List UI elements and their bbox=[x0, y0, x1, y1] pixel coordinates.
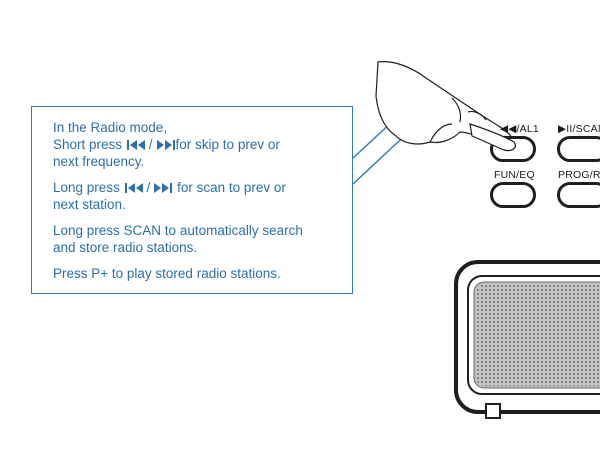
prog-re-label: PROG/RE bbox=[558, 169, 600, 181]
instruction-text: In the Radio mode, Short press / for skip… bbox=[53, 119, 353, 291]
skip-text: for skip to prev or bbox=[175, 137, 280, 152]
next-station-line: next station. bbox=[53, 197, 126, 212]
slash-separator: / bbox=[148, 137, 153, 152]
instruction-callout: In the Radio mode, Short press / for skip… bbox=[31, 106, 353, 294]
play-scan-button[interactable] bbox=[557, 136, 600, 162]
short-press-text: Short press bbox=[53, 137, 126, 152]
paragraph-preset: Press P+ to play stored radio stations. bbox=[53, 265, 353, 282]
skip-back-icon bbox=[126, 140, 145, 150]
scan-line-1: Long press SCAN to automatically search bbox=[53, 223, 303, 238]
skip-forward-icon bbox=[156, 140, 175, 150]
speaker-foot bbox=[485, 403, 501, 419]
slash-separator: / bbox=[146, 180, 151, 195]
fun-eq-button[interactable] bbox=[490, 182, 536, 208]
prev-al1-label: ◀◀/AL1 bbox=[500, 123, 539, 135]
speaker-grille bbox=[476, 284, 600, 386]
skip-forward-icon bbox=[154, 183, 173, 193]
next-frequency-line: next frequency. bbox=[53, 154, 145, 169]
paragraph-long-press: Long press / for scan to prev or next st… bbox=[53, 179, 353, 213]
preset-line: Press P+ to play stored radio stations. bbox=[53, 266, 281, 281]
play-scan-label: ▶II/SCAN bbox=[558, 123, 600, 135]
fun-eq-label: FUN/EQ bbox=[494, 169, 535, 181]
scan-line-2: and store radio stations. bbox=[53, 240, 198, 255]
long-press-line: Long press / for scan to prev or bbox=[53, 179, 353, 196]
scan-text: for scan to prev or bbox=[173, 180, 286, 195]
prog-re-button[interactable] bbox=[557, 182, 600, 208]
paragraph-scan: Long press SCAN to automatically search … bbox=[53, 222, 353, 256]
short-press-line: Short press / for skip to prev or bbox=[53, 136, 353, 153]
skip-back-icon bbox=[124, 183, 143, 193]
paragraph-radio-mode: In the Radio mode, Short press / for skip… bbox=[53, 119, 353, 170]
long-press-text: Long press bbox=[53, 180, 124, 195]
radio-mode-line: In the Radio mode, bbox=[53, 120, 168, 135]
